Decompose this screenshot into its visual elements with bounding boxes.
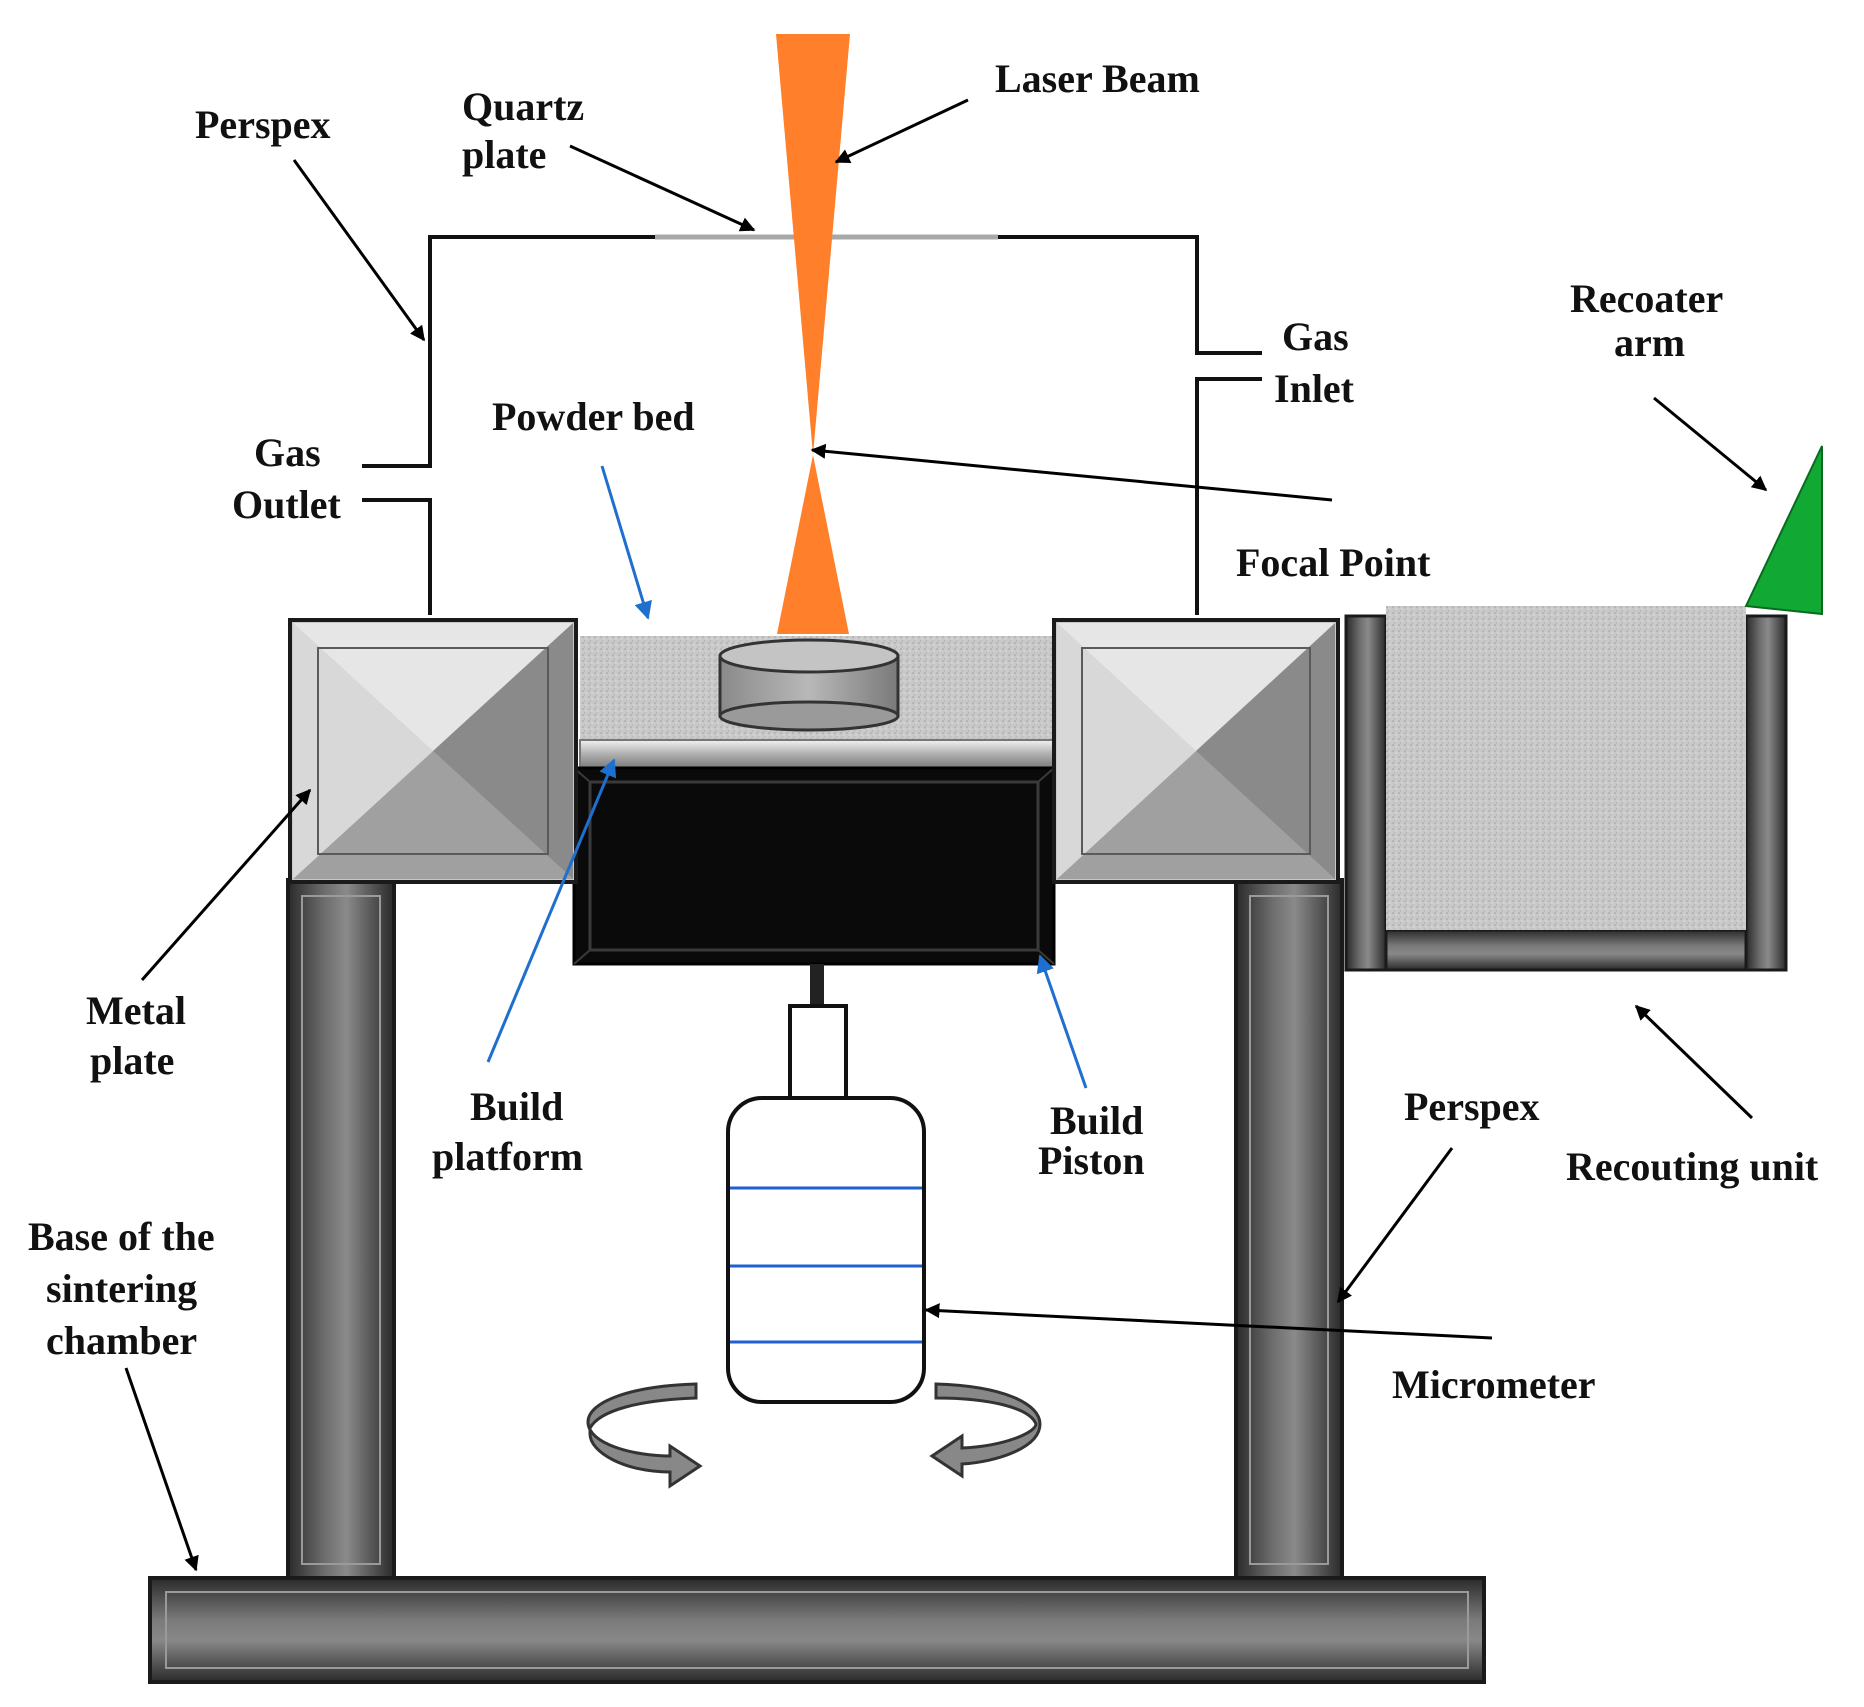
label-gas-outlet: Gas Outlet <box>232 430 342 527</box>
metal-plate-left <box>288 618 578 884</box>
annotation-arrows <box>124 98 1768 1572</box>
label-laser-beam: Laser Beam <box>995 56 1200 101</box>
label-powder-bed: Powder bed <box>492 394 695 439</box>
rotation-arrow-right-icon <box>929 1382 1042 1479</box>
base-of-sintering-chamber <box>148 1576 1486 1684</box>
recoater-arm-icon <box>1744 445 1823 616</box>
label-recouting-unit: Recouting unit <box>1566 1144 1819 1189</box>
micrometer-neck <box>788 1004 848 1100</box>
recoating-powder <box>1386 606 1746 930</box>
micrometer-body <box>726 1096 926 1404</box>
label-base-of-sintering-chamber: Base of the sintering chamber <box>28 1214 225 1363</box>
label-recoater-arm: Recoater arm <box>1570 276 1733 365</box>
label-focal-point: Focal Point <box>1236 540 1431 585</box>
label-perspex-right: Perspex <box>1404 1084 1540 1129</box>
laser-beam <box>776 34 850 455</box>
build-platform <box>579 739 1055 769</box>
recoating-unit <box>1344 606 1788 972</box>
annotation-arrows-blue <box>486 465 1088 1089</box>
metal-plate-right <box>1052 618 1340 884</box>
label-build-piston: Build Piston <box>1038 1098 1153 1183</box>
label-quartz-plate: Quartz plate <box>462 84 594 177</box>
left-pillar <box>286 878 396 1582</box>
build-piston <box>572 766 1056 966</box>
perspex-enclosure <box>362 235 1262 615</box>
label-micrometer: Micrometer <box>1392 1362 1596 1407</box>
label-build-platform: Build platform <box>432 1084 583 1179</box>
right-pillar <box>1234 878 1344 1582</box>
piston-rod <box>810 964 824 1006</box>
label-metal-plate: Metal plate <box>86 988 196 1083</box>
label-perspex-top: Perspex <box>195 102 331 147</box>
label-gas-inlet: Gas Inlet <box>1274 314 1359 411</box>
sintered-part <box>718 638 900 732</box>
rotation-arrow-left-icon <box>586 1382 703 1489</box>
